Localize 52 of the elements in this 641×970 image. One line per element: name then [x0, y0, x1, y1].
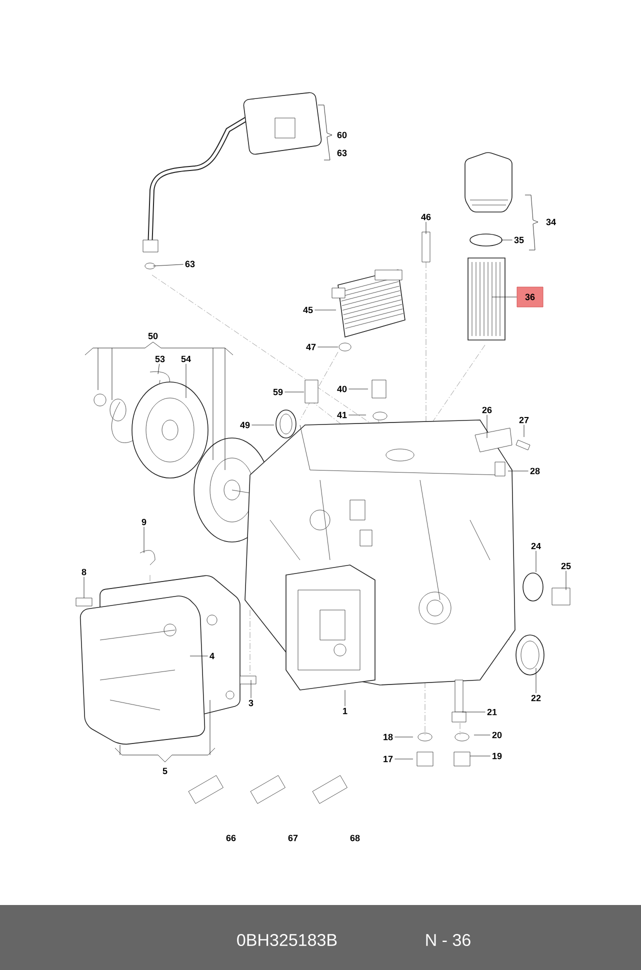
callout-number: 21	[487, 708, 497, 716]
callout-number: 59	[273, 388, 283, 396]
callout-number: 34	[546, 218, 556, 226]
leader-line	[508, 470, 528, 472]
callout-number: 63	[337, 150, 347, 156]
callout-number: 45	[303, 306, 313, 314]
leader-line	[474, 734, 490, 736]
callout-number: 49	[240, 422, 250, 428]
callout-number: 18	[384, 734, 393, 740]
callout-number: 41	[337, 412, 347, 418]
callout-number: 17	[384, 756, 393, 762]
callout-number: 26	[482, 406, 492, 414]
callout-number: 53	[155, 356, 165, 362]
callout-number: 35	[514, 236, 524, 244]
callout-number: 4	[210, 652, 214, 660]
footer-text: 0BH325183B	[237, 934, 337, 946]
callout-number: 24	[531, 542, 541, 550]
callout-number: 54	[181, 356, 191, 362]
callout-number: 47	[306, 344, 316, 350]
leader-line	[152, 264, 184, 266]
leader-line	[394, 736, 414, 738]
callout-number: 67	[288, 834, 298, 842]
leader-line	[348, 388, 368, 390]
footer-text: N - 36	[426, 934, 470, 946]
callout-number: 27	[519, 416, 529, 424]
leader-line	[158, 364, 160, 374]
callout-number: 19	[492, 752, 502, 760]
callout-number: 63	[185, 260, 195, 268]
leader-line	[492, 296, 517, 298]
callout-number: 3	[248, 700, 254, 706]
leader-line	[252, 424, 274, 426]
callout-number: 46	[421, 214, 431, 220]
callout-number: 25	[561, 562, 571, 570]
leader-line	[486, 414, 488, 438]
callout-number: 40	[337, 386, 347, 392]
callout-number: 28	[530, 468, 540, 474]
callout-number: 50	[148, 332, 158, 340]
callout-number: 5	[162, 768, 168, 774]
callout-number: 1	[343, 708, 348, 714]
callout-number: 66	[226, 834, 236, 842]
leader-line	[344, 690, 346, 706]
callout-number: 8	[82, 568, 86, 576]
leader-line	[318, 346, 338, 348]
leader-line	[348, 414, 366, 416]
callout-number: 22	[531, 694, 541, 702]
highlight-box: 36	[516, 286, 544, 308]
callout-number: 68	[350, 834, 360, 842]
callout-number: 60	[337, 132, 347, 138]
leader-line	[250, 680, 252, 698]
callout-number: 9	[142, 518, 146, 526]
callout-number: 20	[492, 732, 502, 738]
leader-line	[394, 758, 414, 760]
